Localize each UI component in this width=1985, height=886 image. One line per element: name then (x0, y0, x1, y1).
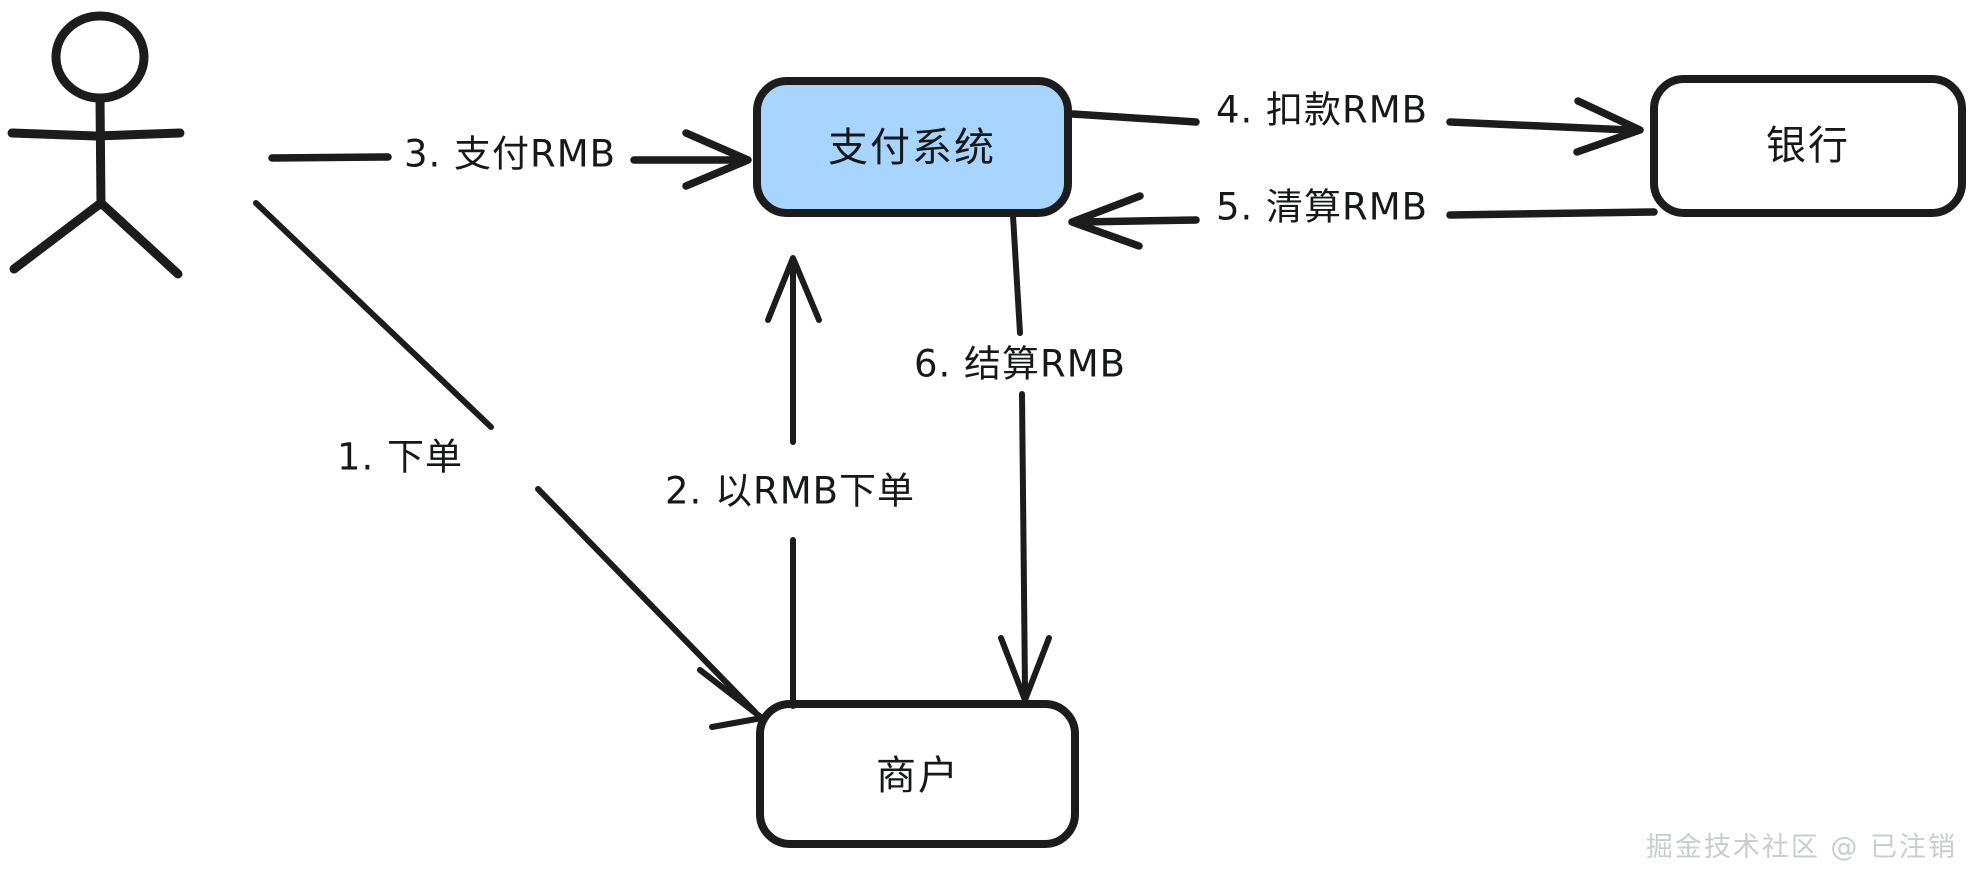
node-customer[interactable] (7, 11, 185, 279)
stick-figure-head (51, 11, 149, 103)
edge-1-line-lower (535, 486, 758, 715)
edge-2-arrowhead (765, 255, 822, 323)
edge-1-place-order[interactable]: 1. 下单 (253, 200, 765, 730)
node-bank[interactable]: 银行 (1650, 75, 1966, 217)
edge-2-label: 2. 以RMB下单 (665, 470, 915, 513)
edge-1-arrowhead (697, 667, 765, 730)
edge-4-arrowhead (1573, 97, 1644, 156)
edge-6-settlement-rmb[interactable]: 6. 结算RMB (914, 213, 1126, 703)
edge-6-line-lower (1019, 391, 1028, 693)
edge-2-order-in-rmb[interactable]: 2. 以RMB下单 (665, 255, 915, 709)
payment-system-box (753, 77, 1072, 217)
edge-4-label: 4. 扣款RMB (1216, 89, 1428, 132)
edge-6-label: 6. 结算RMB (914, 343, 1126, 386)
edge-3-line-left (268, 153, 392, 162)
stick-figure-arms (7, 128, 185, 141)
edge-1-line-upper (253, 200, 494, 430)
edge-6-line-upper (1010, 213, 1023, 336)
edge-5-clearing-rmb[interactable]: 5. 清算RMB (1068, 186, 1658, 250)
watermark-text: 掘金技术社区 @ 已注销 (1645, 832, 1957, 863)
bank-box (1650, 75, 1966, 217)
stick-figure-spine (95, 93, 106, 210)
edge-5-arrowhead (1068, 192, 1144, 250)
edge-4-line-left (1069, 110, 1200, 126)
stick-figure-left-leg (9, 198, 106, 274)
edge-5-line-left (1076, 216, 1200, 226)
merchant-box (756, 700, 1079, 848)
edge-1-label: 1. 下单 (337, 436, 463, 479)
node-payment-system[interactable]: 支付系统 (753, 77, 1072, 217)
edge-4-line-right (1446, 118, 1634, 134)
edge-5-label: 5. 清算RMB (1216, 186, 1428, 229)
edge-3-pay-rmb[interactable]: 3. 支付RMB (268, 129, 752, 190)
merchant-label: 商户 (876, 753, 960, 799)
node-merchant[interactable]: 商户 (756, 700, 1079, 848)
edge-5-line-right (1446, 208, 1658, 219)
edge-3-label: 3. 支付RMB (404, 133, 616, 176)
edge-4-deduct-rmb[interactable]: 4. 扣款RMB (1069, 89, 1644, 156)
stick-figure-right-leg (96, 198, 183, 279)
edge-6-arrowhead (998, 635, 1052, 703)
bank-label: 银行 (1766, 123, 1850, 169)
edge-3-arrowhead (682, 129, 752, 190)
payment-system-label: 支付系统 (828, 125, 996, 171)
